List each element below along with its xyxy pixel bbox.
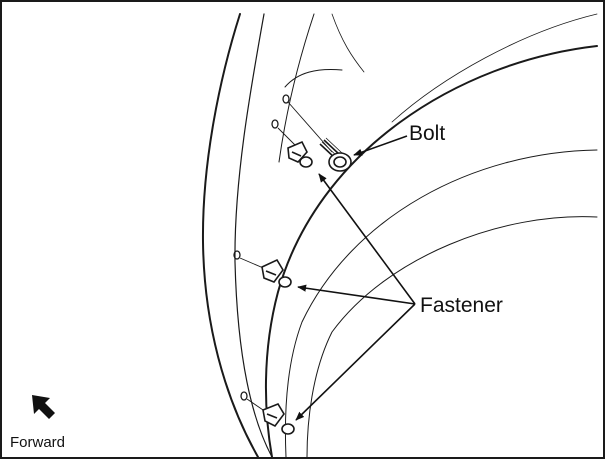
fender-crease	[331, 13, 365, 73]
forward-direction-label: Forward	[10, 434, 66, 451]
mounting-hole-icon	[233, 250, 241, 260]
mounting-hole-icon	[240, 391, 248, 401]
mounting-hole-icon	[282, 94, 290, 104]
push-fastener-icon	[261, 258, 292, 288]
fastener-leader-3	[295, 303, 416, 421]
wheel-liner	[264, 13, 598, 457]
bolt-label: Bolt	[409, 122, 446, 145]
liner-arc-4	[391, 13, 598, 123]
fastener-label: Fastener	[420, 294, 503, 317]
liner-arc-2	[284, 149, 598, 457]
fender-top-edge	[278, 13, 315, 163]
arrow-up-left-icon	[32, 395, 55, 419]
mounting-holes	[233, 94, 290, 401]
fender-panel	[201, 13, 365, 457]
liner-arc-outer	[264, 45, 598, 457]
fender-outer-edge	[201, 13, 259, 457]
mounting-hole-icon	[271, 119, 279, 129]
liner-arc-3	[306, 216, 598, 457]
fender-lip	[284, 69, 343, 88]
fastener-leader-2	[297, 284, 416, 305]
push-fastener-icon	[262, 403, 295, 435]
bolt-icon	[319, 137, 352, 172]
fender-inner-edge	[234, 13, 273, 457]
alignment-lines	[239, 101, 333, 413]
push-fastener-icon	[287, 140, 313, 168]
bolt-leader	[353, 135, 408, 156]
fastener-leader-1	[318, 173, 416, 305]
callout-leaders	[295, 135, 416, 421]
